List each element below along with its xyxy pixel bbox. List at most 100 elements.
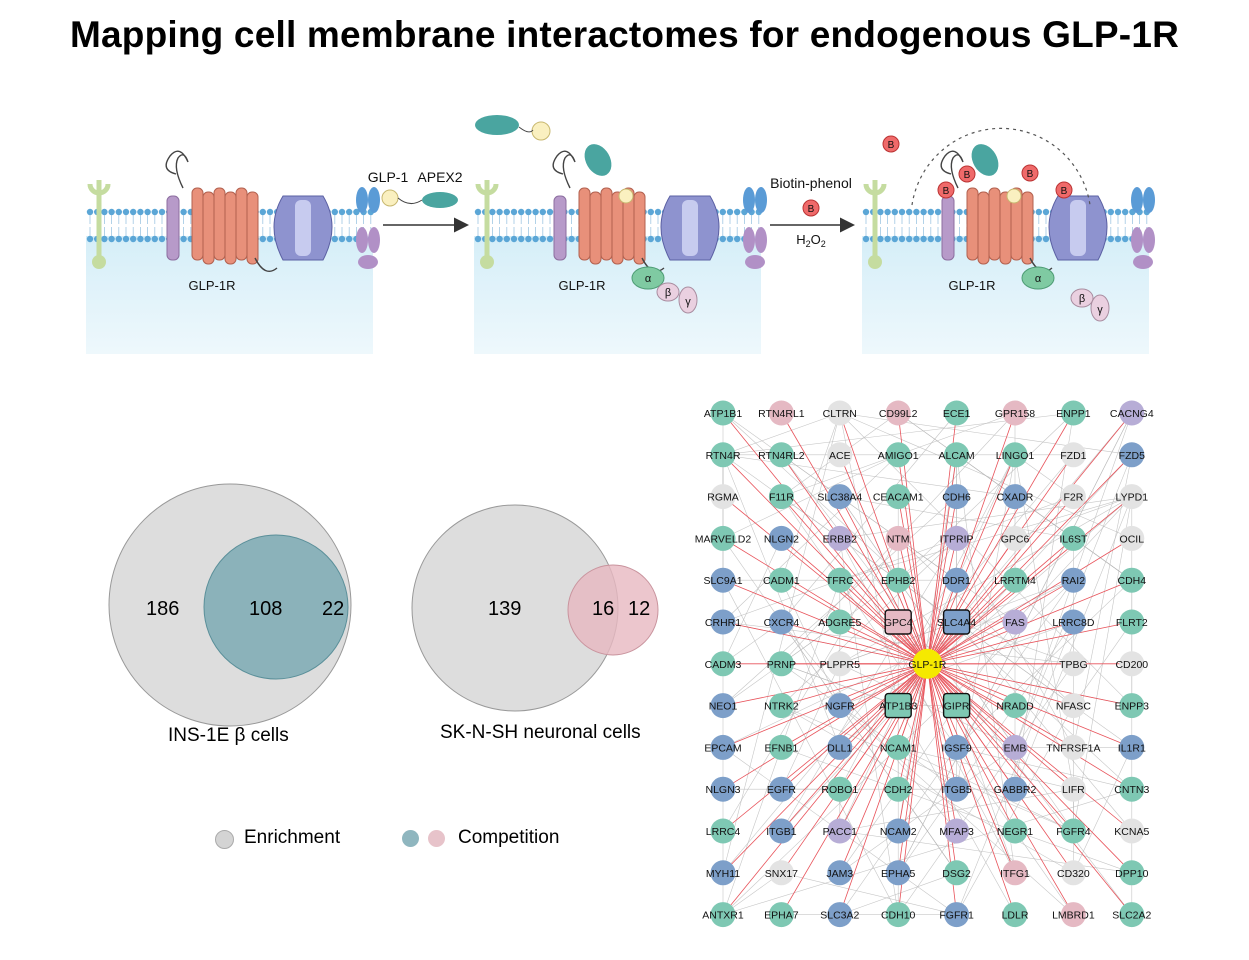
node-cadm3	[710, 651, 736, 677]
node-rai2	[1060, 567, 1086, 593]
node-label-ncam1: NCAM1	[880, 742, 917, 754]
node-label-slc38a4: SLC38A4	[817, 492, 862, 504]
lipid-head	[719, 208, 726, 216]
node-label-tfrc: TFRC	[826, 575, 854, 587]
node-label-egfr: EGFR	[767, 784, 797, 796]
lipid-head	[862, 208, 870, 216]
bound-glp1-3	[1006, 188, 1022, 204]
node-label-f2r: F2R	[1063, 492, 1083, 504]
hub-edge	[722, 663, 928, 790]
node-label-il6st: IL6ST	[1059, 533, 1088, 545]
hub-edge	[927, 663, 957, 790]
glp1r-helix	[999, 191, 1012, 265]
node-label-prnp: PRNP	[767, 659, 796, 671]
node-label-gabbr2: GABBR2	[994, 784, 1037, 796]
biotin-tag-1-label: B	[964, 170, 971, 181]
node-tfrc	[827, 567, 853, 593]
node-label-efnb1: EFNB1	[764, 742, 798, 754]
node-label-epha7: EPHA7	[764, 910, 799, 922]
panel-2: GLP-1R	[474, 150, 767, 354]
venn-2-overlap: 16	[592, 598, 615, 620]
glp1r-n-terminus	[165, 150, 189, 189]
lipid-head	[877, 235, 884, 243]
glp1r-n-terminus	[552, 150, 576, 189]
lipid-head	[1122, 208, 1129, 216]
interaction-edge	[781, 538, 957, 832]
node-ntm	[885, 525, 911, 551]
hub-edge	[927, 663, 1016, 706]
node-label-marveld2: MARVELD2	[695, 533, 752, 545]
hub-edge	[927, 663, 1074, 706]
node-label-rai2: RAI2	[1062, 575, 1086, 587]
hub-edge	[722, 538, 928, 665]
node-epcam	[710, 734, 736, 760]
lipid-head	[734, 208, 741, 216]
hub-edge	[781, 663, 928, 748]
node-plppr5	[827, 651, 853, 677]
interaction-edge	[956, 747, 1132, 790]
node-label-antxr1: ANTXR1	[702, 910, 744, 922]
dimer-protein	[1131, 227, 1143, 253]
interaction-edge	[956, 454, 1132, 581]
node-label-enpp1: ENPP1	[1056, 408, 1091, 420]
biotin-tag-3	[1021, 164, 1039, 182]
lipid-head	[474, 235, 482, 243]
glp1r-c-terminus	[254, 257, 278, 272]
hub-edge	[927, 579, 1132, 665]
lipid-head	[510, 208, 518, 216]
node-label-slc4a4: SLC4A4	[937, 617, 976, 629]
interaction-edge	[1014, 412, 1074, 790]
node-efnb1	[768, 734, 794, 760]
lipid-head	[654, 208, 662, 216]
single-pass-protein-foot	[92, 255, 106, 269]
hub-edge	[781, 663, 928, 790]
lipid-head	[654, 235, 662, 243]
node-epha7	[768, 902, 794, 928]
lipid-head	[913, 235, 920, 243]
lipid-head	[539, 235, 546, 243]
node-flrt2	[1119, 609, 1145, 635]
lipid-head	[496, 208, 503, 216]
node-epha5	[885, 860, 911, 886]
node-tpbg	[1060, 651, 1086, 677]
node-il6st	[1060, 525, 1086, 551]
lipid-head	[158, 208, 166, 216]
node-label-il1r1: IL1R1	[1118, 742, 1146, 754]
node-marveld2	[710, 525, 736, 551]
enrichment-legend-dot	[215, 830, 234, 849]
node-label-ceacam1: CEACAM1	[873, 492, 924, 504]
lipid-head	[115, 208, 123, 216]
venn-diagrams	[108, 483, 659, 727]
node-crhr1	[710, 609, 736, 635]
bound-apex2-3	[971, 144, 999, 176]
hub-edge	[722, 496, 928, 665]
node-label-flrt2: FLRT2	[1116, 617, 1148, 629]
lipid-head	[151, 208, 158, 216]
node-label-cdh2: CDH2	[884, 784, 913, 796]
node-lifr	[1060, 776, 1086, 802]
node-nfasc	[1060, 693, 1086, 719]
node-label-cacng4: CACNG4	[1110, 408, 1154, 420]
hub-edge	[722, 663, 928, 748]
lipid-head	[719, 235, 726, 243]
node-enpp1	[1060, 400, 1086, 426]
node-itgb1	[768, 818, 794, 844]
dimer-foot	[358, 255, 378, 269]
node-antxr1	[710, 902, 736, 928]
node-label-itfg1: ITFG1	[1000, 868, 1030, 880]
lipid-head	[898, 235, 906, 243]
g-beta	[656, 282, 680, 302]
node-label-cadm3: CADM3	[705, 659, 742, 671]
lipid-head	[726, 208, 734, 216]
lipid-head	[734, 235, 741, 243]
dimer-protein	[1131, 187, 1143, 213]
node-label-atp1b1: ATP1B1	[704, 408, 742, 420]
lipid-head	[101, 235, 108, 243]
node-label-negr1: NEGR1	[997, 826, 1033, 838]
node-alcam	[944, 442, 970, 468]
node-kcna5	[1119, 818, 1145, 844]
interaction-edge	[781, 872, 957, 915]
node-rtn4r	[710, 442, 736, 468]
free-apex2	[475, 115, 519, 135]
